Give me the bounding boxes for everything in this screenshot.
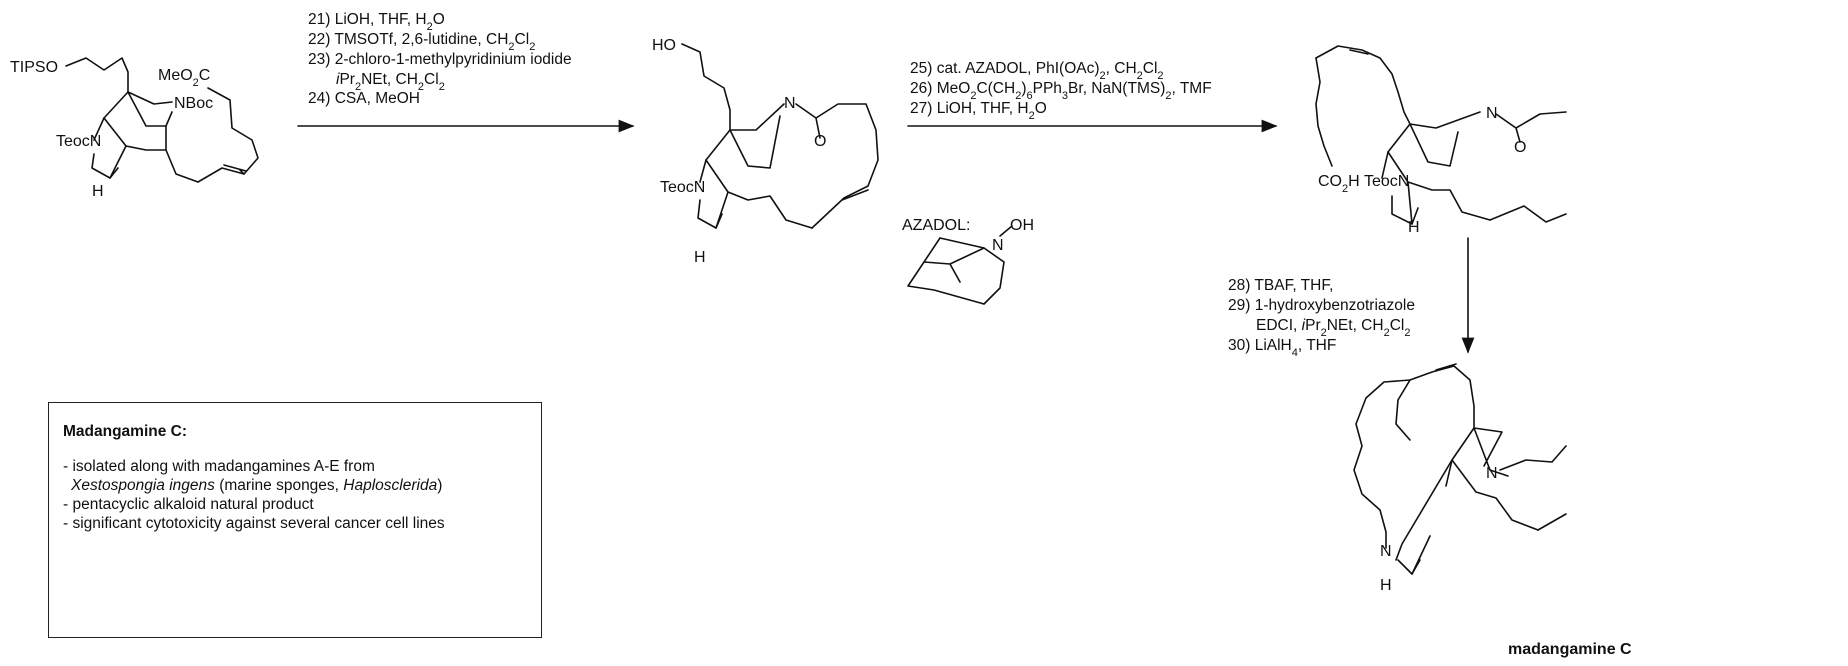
svg-text:25) cat. AZADOL, PhI(OAc)2, CH: 25) cat. AZADOL, PhI(OAc)2, CH2Cl2 bbox=[910, 60, 1164, 82]
label-h-2: H bbox=[694, 249, 706, 266]
info-bullet-1: - isolated along with madangamines A-E f… bbox=[63, 458, 375, 475]
svg-text:EDCI, iPr2NEt, CH2Cl2: EDCI, iPr2NEt, CH2Cl2 bbox=[1256, 317, 1410, 339]
svg-text:iPr2NEt, CH2Cl2: iPr2NEt, CH2Cl2 bbox=[336, 71, 445, 93]
label-teocn: TeocN bbox=[56, 133, 101, 150]
svg-text:MeO2C: MeO2C bbox=[158, 67, 210, 89]
reagents-steps-25-27: 25) cat. AZADOL, PhI(OAc)2, CH2Cl2 26) M… bbox=[910, 60, 1212, 122]
label-o-3: O bbox=[1514, 139, 1526, 156]
product-name: madangamine C bbox=[1508, 641, 1632, 658]
svg-text:27) LiOH, THF, H2O: 27) LiOH, THF, H2O bbox=[910, 100, 1047, 122]
info-bullet-2: Xestospongia ingens (marine sponges, Hap… bbox=[63, 476, 527, 495]
info-bullet-4: - significant cytotoxicity against sever… bbox=[63, 515, 445, 532]
label-n-azadol: N bbox=[992, 237, 1004, 254]
label-tipso: TIPSO bbox=[10, 59, 58, 76]
svg-text:21) LiOH, THF, H2O: 21) LiOH, THF, H2O bbox=[308, 11, 445, 33]
label-ho: HO bbox=[652, 37, 676, 54]
label-teocn-3: TeocN bbox=[1364, 173, 1409, 190]
compound-intermediate-1: HO N O TeocN H bbox=[652, 37, 879, 266]
label-n-4: N bbox=[1486, 465, 1498, 482]
label-h: H bbox=[92, 183, 104, 200]
reagents-steps-28-30: 28) TBAF, THF, 29) 1-hydroxybenzotriazol… bbox=[1228, 277, 1415, 359]
label-h-3: H bbox=[1408, 219, 1420, 236]
label-n-3: N bbox=[1486, 105, 1498, 122]
label-azadol: AZADOL: bbox=[902, 217, 970, 234]
azadol-structure: AZADOL: N OH bbox=[902, 217, 1034, 305]
compound-starting-material: TIPSO MeO2C NBoc TeocN H bbox=[10, 57, 259, 200]
info-box: Madangamine C: - isolated along with mad… bbox=[48, 402, 542, 638]
label-teocn-2: TeocN bbox=[660, 179, 705, 196]
svg-text:26) MeO2C(CH2)6PPh3Br, NaN(TMS: 26) MeO2C(CH2)6PPh3Br, NaN(TMS)2, TMF bbox=[910, 80, 1212, 102]
reagent-line: 21) LiOH, THF, H bbox=[308, 11, 427, 28]
compound-intermediate-2: N O CO2H TeocN H bbox=[1315, 45, 1567, 236]
label-n: N bbox=[784, 95, 796, 112]
label-o: O bbox=[814, 133, 826, 150]
svg-text:CO2H: CO2H bbox=[1318, 173, 1360, 195]
svg-text:30) LiAlH4, THF: 30) LiAlH4, THF bbox=[1228, 337, 1336, 359]
label-h-4: H bbox=[1380, 577, 1392, 594]
svg-text:22) TMSOTf, 2,6-lutidine, CH2C: 22) TMSOTf, 2,6-lutidine, CH2Cl2 bbox=[308, 31, 535, 53]
svg-text:29) 1-hydroxybenzotriazole: 29) 1-hydroxybenzotriazole bbox=[1228, 297, 1415, 314]
svg-text:24) CSA, MeOH: 24) CSA, MeOH bbox=[308, 90, 420, 107]
reagents-steps-21-24: 21) LiOH, THF, H2O 22) TMSOTf, 2,6-lutid… bbox=[308, 11, 572, 107]
info-bullet-3: - pentacyclic alkaloid natural product bbox=[63, 496, 314, 513]
label-n-5: N bbox=[1380, 543, 1392, 560]
info-box-title: Madangamine C: bbox=[63, 423, 188, 440]
info-bullet-2-text: Xestospongia ingens (marine sponges, Hap… bbox=[71, 477, 443, 494]
compound-madangamine-c: N N H madangamine C bbox=[1353, 363, 1632, 658]
svg-text:28) TBAF, THF,: 28) TBAF, THF, bbox=[1228, 277, 1333, 294]
label-nboc: NBoc bbox=[174, 95, 213, 112]
svg-text:23) 2-chloro-1-methylpyridiniu: 23) 2-chloro-1-methylpyridinium iodide bbox=[308, 51, 572, 68]
label-oh: OH bbox=[1010, 217, 1034, 234]
